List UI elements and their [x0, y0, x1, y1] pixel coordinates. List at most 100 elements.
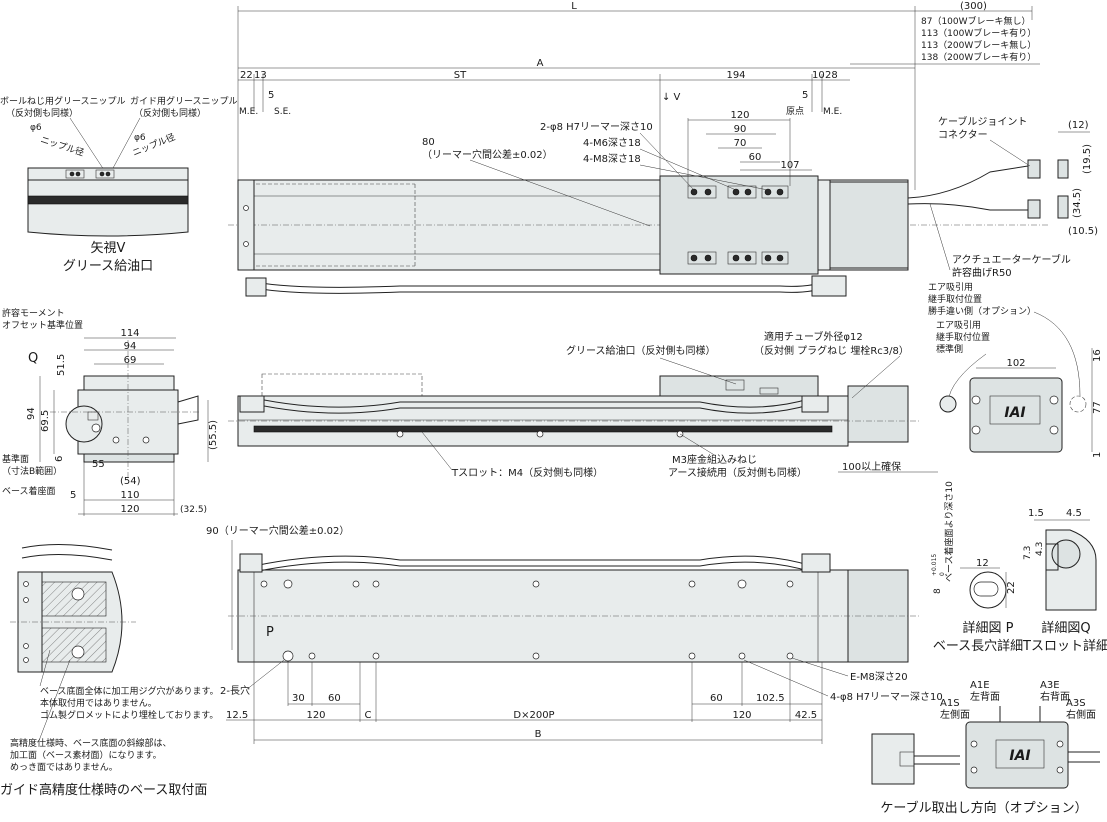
dim-60a: 60	[328, 693, 341, 704]
dim-120-top: 120	[730, 110, 749, 121]
label-phi6-a: φ6	[30, 123, 42, 133]
top-dimension-chains: L (300) A 22 13 ST 194 10 28 5 5 M.E. S.…	[237, 1, 1040, 190]
label-air1-3: 勝手違い側（オプション）	[928, 305, 1036, 317]
caption-view-v-1: 矢視V	[91, 241, 126, 256]
dim-10-5: (10.5)	[1068, 226, 1098, 237]
caption-detail-p-2: ベース長穴詳細	[933, 638, 1023, 654]
label-ref-plane-1: 基準面	[2, 453, 29, 465]
detail-q-d1-5: 1.5	[1028, 508, 1044, 519]
dim-30: 30	[292, 693, 305, 704]
label-guide-nipple-2: （反対側も同様）	[134, 107, 206, 119]
dim-80: 80	[422, 137, 435, 148]
label-reamer-tol-bottom: 90（リーマー穴間公差±0.02）	[206, 524, 349, 537]
detail-q-d7-3: 7.3	[1023, 546, 1033, 560]
label-a1e-2: 左背面	[970, 690, 1000, 703]
dim-c: C	[365, 710, 372, 721]
dim-94-side: 94	[124, 341, 137, 352]
dim-60-top: 60	[749, 152, 762, 163]
label-tslot: Tスロット：M4（反対側も同様）	[451, 466, 603, 479]
view-v-arrow: ↓ V	[662, 92, 681, 103]
label-a3e-2: 右背面	[1040, 690, 1070, 703]
label-q: Q	[28, 351, 38, 366]
detail-p-depth: ベース着座面より深さ10	[943, 481, 955, 582]
detail-q-d4-3: 4.3	[1035, 542, 1045, 556]
caption-detail-p-1: 詳細図 P	[963, 620, 1014, 636]
caption-cable-option: ケーブル取出し方向（オプション）	[880, 800, 1087, 816]
detail-p-d22: 22	[1006, 581, 1017, 594]
motor-len-3: 113（200Wブレーキ無し）	[921, 39, 1036, 51]
detail-p-tol-bot: 0	[939, 572, 946, 576]
dim-60b: 60	[710, 693, 723, 704]
label-actuator-cable-1: アクチュエーターケーブル	[952, 253, 1071, 266]
label-tube-1: 適用チューブ外径φ12	[764, 330, 863, 343]
dim-L: L	[571, 1, 577, 12]
label-a1s-1: A1S	[940, 698, 960, 709]
dim-5-side: 5	[70, 490, 76, 501]
motor-len-2: 113（100Wブレーキ有り）	[921, 27, 1036, 39]
detail-p-d8: 8	[933, 588, 943, 594]
dim-19-5: (19.5)	[1082, 144, 1093, 174]
detail-p: 8 +0.015 0 ベース着座面より深さ10 12 22 詳細図 P ベース長…	[931, 481, 1023, 654]
dim-A: A	[537, 58, 544, 69]
note-precision-3: めっき面ではありません。	[10, 762, 118, 773]
dim-300: (300)	[960, 1, 987, 12]
cable-option: A1E 左背面 A3E 右背面 A1S 左側面 A3S 右側面 IAI ケーブル…	[871, 680, 1100, 816]
dim-13: 13	[254, 70, 267, 81]
label-ref-plane-2: （寸法B範囲）	[2, 465, 62, 477]
dim-1: 1	[1092, 452, 1103, 458]
label-reamer-2: 2-φ8 H7リーマー深さ10	[540, 121, 653, 133]
label-origin: 原点	[786, 106, 804, 117]
dim-12-5: 12.5	[226, 710, 248, 721]
label-air1-2: 継手取付位置	[928, 293, 982, 305]
motor-len-1: 87（100Wブレーキ無し）	[921, 15, 1031, 27]
caption-detail-q-2: Tスロット詳細	[1022, 638, 1107, 654]
caption-detail-q-1: 詳細図Q	[1041, 620, 1090, 636]
label-m3-1: M3座金組込みねじ	[672, 453, 757, 466]
label-guide-nipple-1: ガイド用グリースニップル	[130, 95, 238, 107]
label-grease-port: グリース給油口（反対側も同様）	[566, 344, 716, 357]
label-m3-2: アース接続用（反対側も同様）	[668, 466, 807, 479]
dim-77: 77	[1092, 401, 1103, 414]
dim-6: 6	[54, 456, 65, 462]
label-a3e-1: A3E	[1040, 680, 1060, 691]
label-cable-joint-1: ケーブルジョイント	[938, 115, 1027, 128]
dim-54: (54)	[120, 476, 141, 487]
dim-28: 28	[825, 70, 838, 81]
dim-55: 55	[92, 459, 105, 470]
dim-b: B	[535, 729, 542, 740]
label-a3s-1: A3S	[1066, 698, 1086, 709]
dim-34-5: (34.5)	[1072, 188, 1083, 218]
note-jig-1: ベース底面全体に加工用ジグ穴があります。	[40, 685, 219, 697]
detail-q-d4-5: 4.5	[1066, 508, 1082, 519]
side-view: 許容モーメント オフセット基準位置 114 94 69 Q 51.5 94 69…	[2, 307, 219, 516]
label-e-m8: E-M8深さ20	[850, 671, 908, 683]
dim-16: 16	[1092, 349, 1103, 362]
label-p: P	[266, 625, 274, 640]
note-jig-2: 本体取付用ではありません。	[40, 697, 157, 709]
dim-102: 102	[1006, 358, 1025, 369]
note-precision-1: 高精度仕様時、ベース底面の斜線部は、	[10, 737, 172, 749]
dim-110: 110	[120, 490, 139, 501]
dim-70-top: 70	[734, 138, 747, 149]
dim-120a: 120	[306, 710, 325, 721]
label-m6: 4-M6深さ18	[583, 137, 641, 149]
label-phi6-b: φ6	[134, 133, 146, 143]
dim-100: 100以上確保	[842, 460, 901, 473]
end-view: エア吸引用 継手取付位置 勝手違い側（オプション） エア吸引用 継手取付位置 標…	[928, 282, 1103, 458]
label-moment-ref-2: オフセット基準位置	[2, 319, 83, 331]
label-actuator-cable-2: 許容曲げR50	[952, 266, 1012, 279]
top-view: 120 90 70 60 107 2-φ8 H7リーマー深さ10 4-M6深さ1…	[228, 110, 1098, 297]
dim-194: 194	[726, 70, 745, 81]
motor-length-table: 87（100Wブレーキ無し） 113（100Wブレーキ有り） 113（200Wブ…	[850, 15, 1040, 65]
label-reamer-tol-top: （リーマー穴間公差±0.02）	[422, 148, 553, 161]
logo-iai-option: IAI	[1009, 748, 1030, 764]
bottom-view: 90（リーマー穴間公差±0.02） P 2-長穴 E-M8深さ20 4-φ8 H…	[206, 524, 943, 744]
view-v: ボールねじ用グリースニップル （反対側も同様） ガイド用グリースニップル （反対…	[0, 95, 238, 274]
label-me-left: M.E.	[239, 107, 258, 117]
detail-p-tol-top: +0.015	[931, 554, 938, 576]
caption-guide-base: ガイド高精度仕様時のベース取付面	[0, 782, 207, 798]
dim-51-5: 51.5	[56, 354, 67, 376]
dim-dp: D×200P	[513, 710, 554, 721]
dim-94-vert: 94	[26, 407, 37, 420]
